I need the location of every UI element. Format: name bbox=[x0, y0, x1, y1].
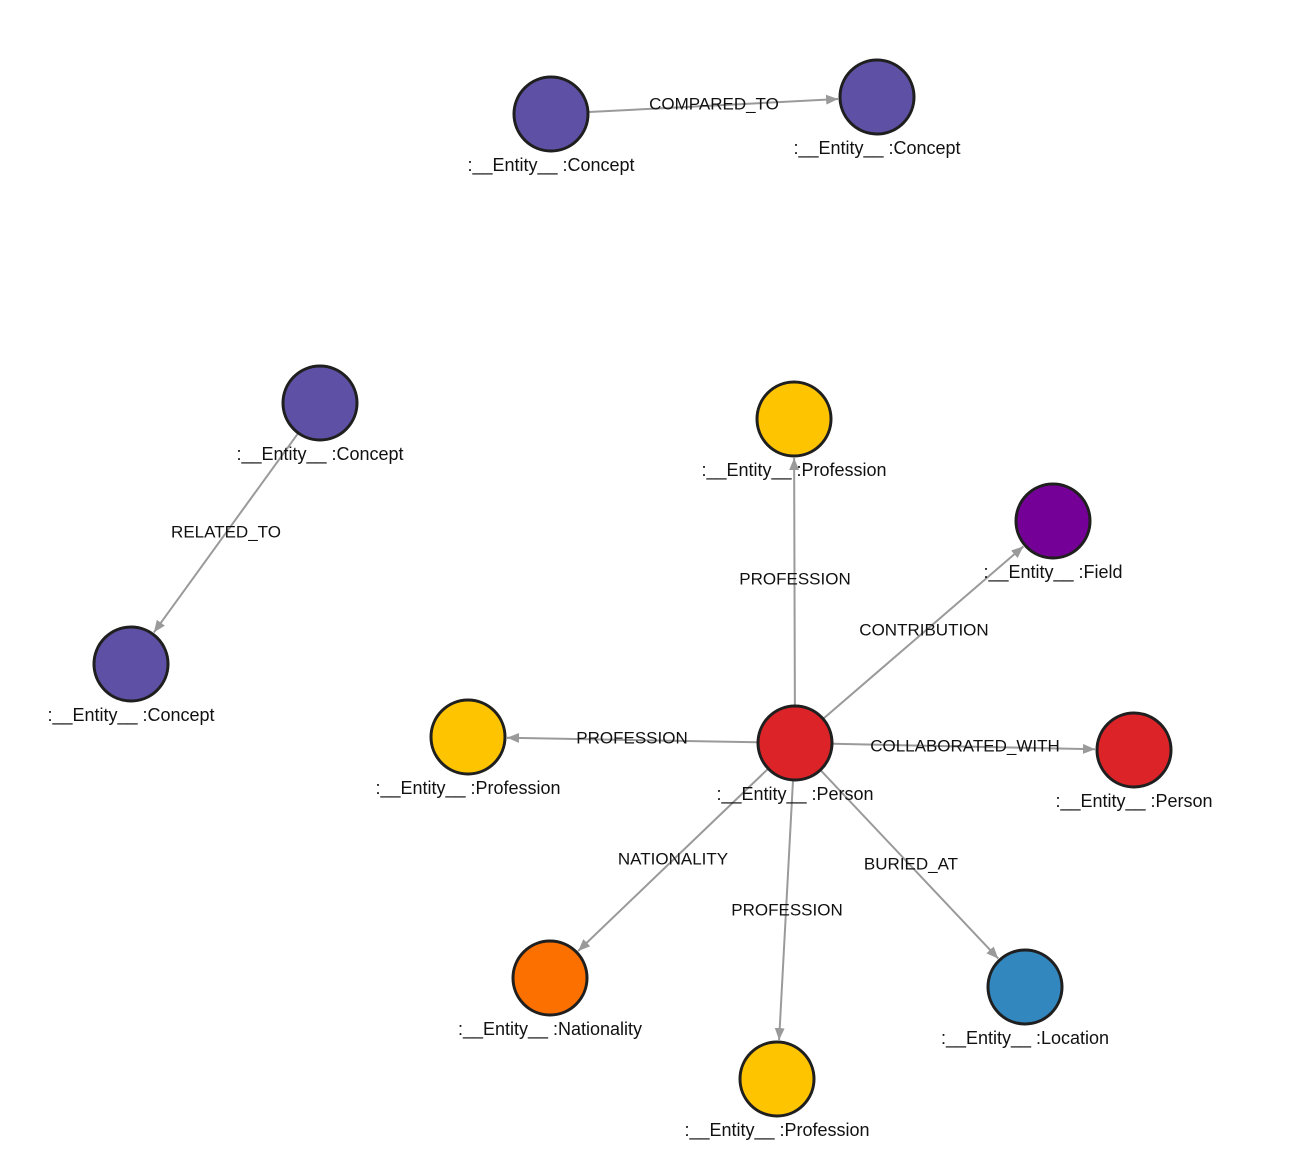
node-circle[interactable] bbox=[92, 625, 170, 703]
node-circle[interactable] bbox=[838, 58, 916, 136]
nodes-layer: :__Entity__ :Concept :__Entity__ :Concept… bbox=[47, 58, 1213, 1141]
edge-label: PROFESSION bbox=[731, 900, 842, 919]
node-label: :__Entity__ :Field bbox=[983, 562, 1122, 583]
edge-label: RELATED_TO bbox=[171, 522, 281, 541]
node-concept[interactable]: :__Entity__ :Concept bbox=[47, 625, 215, 726]
node-label: :__Entity__ :Person bbox=[1055, 791, 1212, 812]
edge-profession[interactable]: PROFESSION bbox=[739, 457, 851, 706]
edge-line[interactable] bbox=[577, 768, 769, 952]
node-circle[interactable] bbox=[738, 1040, 816, 1118]
edge-line[interactable] bbox=[832, 742, 1096, 754]
edge-line[interactable] bbox=[153, 433, 299, 633]
node-circle[interactable] bbox=[1014, 482, 1092, 560]
node-circle[interactable] bbox=[755, 380, 833, 458]
node-concept[interactable]: :__Entity__ :Concept bbox=[236, 364, 404, 465]
node-circle[interactable] bbox=[429, 698, 507, 776]
node-circle[interactable] bbox=[281, 364, 359, 442]
edge-compared-to[interactable]: COMPARED_TO bbox=[588, 94, 839, 114]
node-circle[interactable] bbox=[756, 704, 834, 782]
edge-profession[interactable]: PROFESSION bbox=[731, 780, 843, 1041]
edge-label: PROFESSION bbox=[576, 728, 687, 747]
edge-line[interactable] bbox=[588, 94, 839, 114]
node-label: :__Entity__ :Profession bbox=[684, 1120, 869, 1141]
edge-line[interactable] bbox=[823, 545, 1025, 719]
edge-profession[interactable]: PROFESSION bbox=[506, 728, 758, 747]
node-label: :__Entity__ :Nationality bbox=[458, 1019, 642, 1040]
edge-line[interactable] bbox=[506, 732, 758, 744]
edge-contribution[interactable]: CONTRIBUTION bbox=[823, 545, 1025, 719]
node-profession[interactable]: :__Entity__ :Profession bbox=[684, 1040, 870, 1141]
node-person[interactable]: :__Entity__ :Person bbox=[716, 704, 874, 805]
edge-label: COMPARED_TO bbox=[649, 94, 779, 113]
edge-label: BURIED_AT bbox=[864, 854, 958, 873]
node-label: :__Entity__ :Concept bbox=[467, 155, 634, 176]
edge-label: PROFESSION bbox=[739, 569, 850, 588]
node-label: :__Entity__ :Profession bbox=[375, 778, 560, 799]
node-label: :__Entity__ :Location bbox=[941, 1028, 1109, 1049]
node-label: :__Entity__ :Concept bbox=[47, 705, 214, 726]
edge-nationality[interactable]: NATIONALITY bbox=[577, 768, 769, 952]
edge-label: COLLABORATED_WITH bbox=[870, 736, 1060, 755]
node-concept[interactable]: :__Entity__ :Concept bbox=[793, 58, 961, 159]
node-profession[interactable]: :__Entity__ :Profession bbox=[375, 698, 561, 799]
node-field[interactable]: :__Entity__ :Field bbox=[983, 482, 1123, 583]
node-nationality[interactable]: :__Entity__ :Nationality bbox=[458, 939, 642, 1040]
node-concept[interactable]: :__Entity__ :Concept bbox=[467, 75, 635, 176]
edge-label: CONTRIBUTION bbox=[859, 620, 988, 639]
edges-layer: COMPARED_TO RELATED_TO PROFESSION CONTRIBUT… bbox=[153, 94, 1096, 1041]
node-label: :__Entity__ :Person bbox=[716, 784, 873, 805]
node-label: :__Entity__ :Concept bbox=[236, 444, 403, 465]
edge-line[interactable] bbox=[820, 769, 999, 960]
node-location[interactable]: :__Entity__ :Location bbox=[941, 948, 1109, 1049]
edge-collaborated-with[interactable]: COLLABORATED_WITH bbox=[832, 736, 1096, 755]
node-label: :__Entity__ :Concept bbox=[793, 138, 960, 159]
node-circle[interactable] bbox=[1095, 711, 1173, 789]
node-person[interactable]: :__Entity__ :Person bbox=[1055, 711, 1213, 812]
edge-related-to[interactable]: RELATED_TO bbox=[153, 433, 299, 633]
edge-buried-at[interactable]: BURIED_AT bbox=[820, 769, 999, 960]
node-profession[interactable]: :__Entity__ :Profession bbox=[701, 380, 887, 481]
node-circle[interactable] bbox=[986, 948, 1064, 1026]
edge-label: NATIONALITY bbox=[618, 849, 728, 868]
edge-line[interactable] bbox=[774, 780, 794, 1041]
node-circle[interactable] bbox=[512, 75, 590, 153]
node-circle[interactable] bbox=[511, 939, 589, 1017]
node-label: :__Entity__ :Profession bbox=[701, 460, 886, 481]
edge-line[interactable] bbox=[789, 457, 800, 706]
